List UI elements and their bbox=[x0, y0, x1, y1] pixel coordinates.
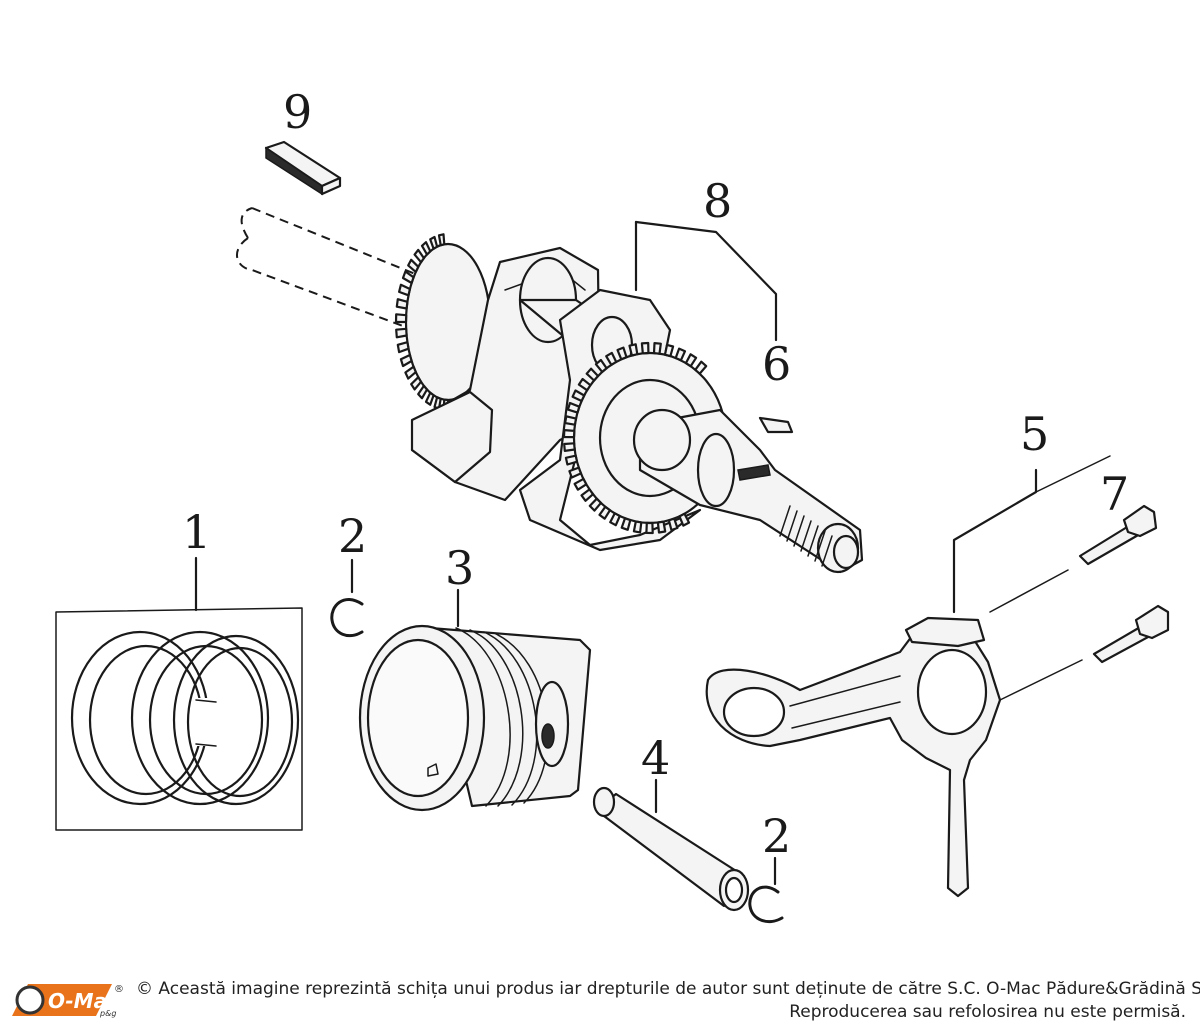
gear-tooth bbox=[585, 367, 600, 382]
gear-tooth bbox=[609, 512, 621, 527]
gear-tooth bbox=[566, 401, 581, 414]
gear-tooth bbox=[640, 341, 650, 355]
logo-suffix: p&g bbox=[99, 1009, 116, 1018]
callout-2-right: 2 bbox=[762, 809, 791, 863]
callout-2-left: 2 bbox=[338, 509, 367, 563]
piston-pin-part-4 bbox=[592, 786, 750, 912]
thread-line bbox=[786, 510, 798, 542]
callout-8: 8 bbox=[703, 174, 732, 228]
gear-tooth bbox=[437, 233, 446, 247]
gear-tooth bbox=[398, 283, 411, 297]
gear-tooth bbox=[577, 377, 592, 392]
thread-line bbox=[814, 530, 826, 562]
callout-5: 7 bbox=[1100, 467, 1129, 521]
circlip-left-part-2 bbox=[330, 597, 364, 637]
gear-tooth bbox=[563, 442, 576, 452]
gear-tooth bbox=[407, 258, 420, 273]
callout-7: 6 bbox=[762, 337, 791, 391]
connecting-rod-bolt-lower-part-5 bbox=[1092, 604, 1170, 664]
key-part-9 bbox=[264, 140, 342, 196]
gear-tooth bbox=[628, 343, 639, 357]
gear-tooth bbox=[399, 353, 413, 368]
gear-tooth bbox=[417, 384, 429, 400]
gear-tooth bbox=[564, 454, 579, 466]
thread-line bbox=[800, 520, 812, 552]
gear-tooth bbox=[674, 347, 687, 362]
crankshaft-part-8 bbox=[236, 207, 864, 574]
piston-rings-part-1 bbox=[55, 607, 303, 831]
gear-tooth bbox=[667, 517, 679, 532]
copyright-line-1: © Această imagine reprezintă schița unui… bbox=[136, 979, 1200, 999]
callout-1: 1 bbox=[182, 505, 211, 559]
thread-line bbox=[807, 525, 819, 557]
footer: O-Mac ® p&g © Această imagine reprezintă… bbox=[0, 968, 1200, 1030]
gear-tooth bbox=[652, 342, 662, 355]
gear-tooth bbox=[598, 505, 612, 520]
gear-tooth bbox=[694, 360, 708, 375]
gear-tooth bbox=[684, 353, 698, 368]
copyright-line-2: Reproducerea sau refolosirea nu este per… bbox=[789, 1002, 1186, 1022]
circlip-right-part-2 bbox=[748, 885, 784, 923]
gear-tooth bbox=[605, 351, 618, 366]
gear-tooth bbox=[588, 497, 603, 512]
thread-line bbox=[821, 535, 833, 567]
callout-6: 5 bbox=[1020, 407, 1049, 461]
logo-text: O-Mac bbox=[48, 989, 119, 1013]
woodruff-key-part-7 bbox=[758, 416, 794, 434]
gear-tooth bbox=[413, 248, 425, 264]
gear-tooth bbox=[410, 376, 423, 391]
thread-line bbox=[779, 505, 791, 537]
copyright-notice: © Această imagine reprezintă schița unui… bbox=[136, 978, 1200, 1024]
gear-tooth bbox=[632, 520, 643, 534]
gear-tooth bbox=[429, 235, 439, 250]
gear-tooth bbox=[401, 270, 415, 285]
omac-logo: O-Mac ® p&g bbox=[12, 984, 124, 1018]
thread-line bbox=[793, 515, 805, 547]
exploded-parts-diagram: 9 8 6 bbox=[55, 85, 1170, 923]
callout-4: 4 bbox=[641, 731, 670, 785]
logo-registered-mark: ® bbox=[114, 984, 124, 995]
gear-tooth bbox=[594, 358, 608, 373]
piston-part-3 bbox=[358, 624, 592, 812]
callout-3: 3 bbox=[445, 541, 474, 595]
gear-tooth bbox=[394, 313, 408, 324]
gear-tooth bbox=[580, 488, 595, 502]
gear-tooth bbox=[573, 477, 588, 491]
gear-tooth bbox=[678, 512, 691, 527]
gear-tooth bbox=[620, 517, 632, 531]
gear-tooth bbox=[395, 298, 409, 310]
gear-tooth bbox=[656, 520, 667, 534]
connecting-rod-bolt-upper-part-5 bbox=[1078, 504, 1158, 566]
gear-tooth bbox=[616, 346, 628, 361]
callout-9: 9 bbox=[283, 85, 312, 139]
gear-tooth bbox=[404, 365, 417, 380]
gear-tooth bbox=[424, 391, 435, 406]
gear-tooth bbox=[645, 521, 654, 535]
gear-tooth bbox=[396, 341, 410, 354]
gear-tooth bbox=[395, 327, 408, 339]
gear-tooth bbox=[663, 343, 675, 358]
gear-tooth bbox=[562, 429, 576, 439]
gear-tooth bbox=[568, 466, 583, 479]
gear-tooth bbox=[571, 389, 586, 403]
gear-tooth bbox=[420, 241, 432, 256]
gear-tooth bbox=[563, 415, 578, 426]
connecting-rod-part-6 bbox=[705, 616, 1002, 898]
